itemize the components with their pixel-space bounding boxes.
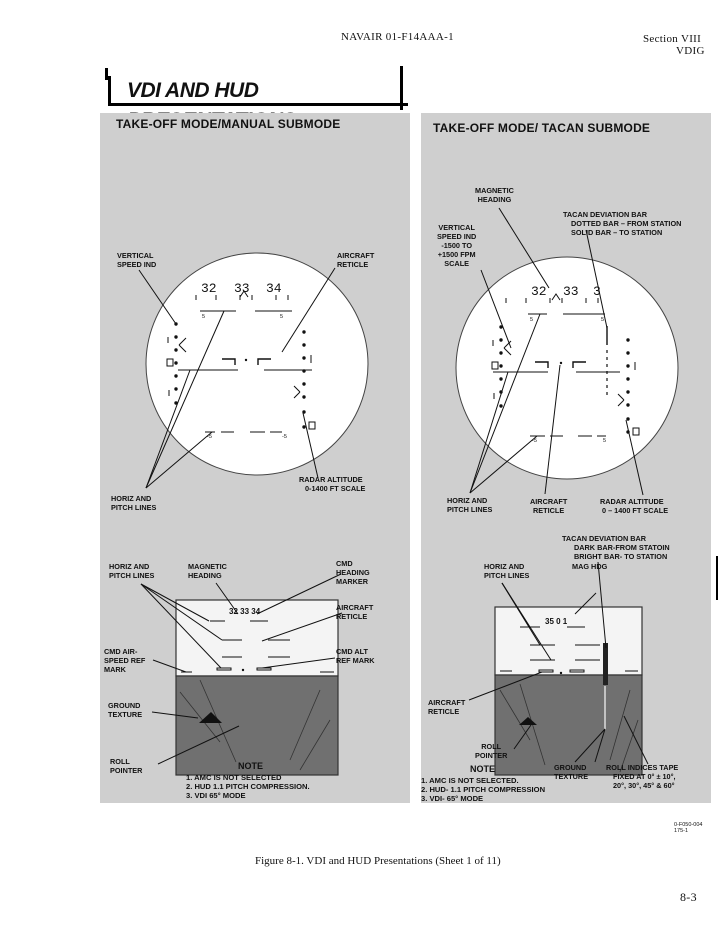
right-note-list: 1. AMC IS NOT SELECTED.2. HUD- 1.1 PITCH… [421,776,546,803]
heading-scale-3: 3 [593,284,601,299]
subsection-label: VDIG [676,45,705,57]
hud-heading-readout: 32 33 34 [229,607,261,616]
pitch-mark: 5 [202,314,206,320]
page-number: 8-3 [680,890,697,904]
title-bracket [105,68,108,80]
pitch-mark: -5 [207,434,212,440]
heading-scale-34: 34 [266,281,282,296]
pitch-mark: -5 [532,438,537,444]
heading-scale-33: 33 [234,281,250,296]
left-note-title: NOTE [238,761,264,771]
document-id: NAVAIR 01-F14AAA-1 [341,31,454,43]
section-label: Section VIII [643,33,702,45]
pitch-mark: 5 [601,317,605,323]
left-panel-title: TAKE-OFF MODE/MANUAL SUBMODE [116,117,341,131]
change-bar [716,556,718,600]
right-panel-title: TAKE-OFF MODE/ TACAN SUBMODE [433,121,651,135]
pitch-mark: 5 [603,438,607,444]
heading-scale-32: 32 [201,281,217,296]
right-note-title: NOTE [470,764,496,774]
pitch-mark: 5 [280,314,284,320]
heading-scale-32: 32 [531,284,547,299]
pitch-mark: 5 [530,317,534,323]
title-bracket-right [400,66,403,110]
label-mag-hdg: MAG HDG [572,562,608,571]
hud-heading-readout: 35 0 1 [545,617,568,626]
figure-caption: Figure 8-1. VDI and HUD Presentations (S… [255,855,501,867]
pitch-mark: -5 [282,434,287,440]
heading-scale-33: 33 [563,284,579,299]
